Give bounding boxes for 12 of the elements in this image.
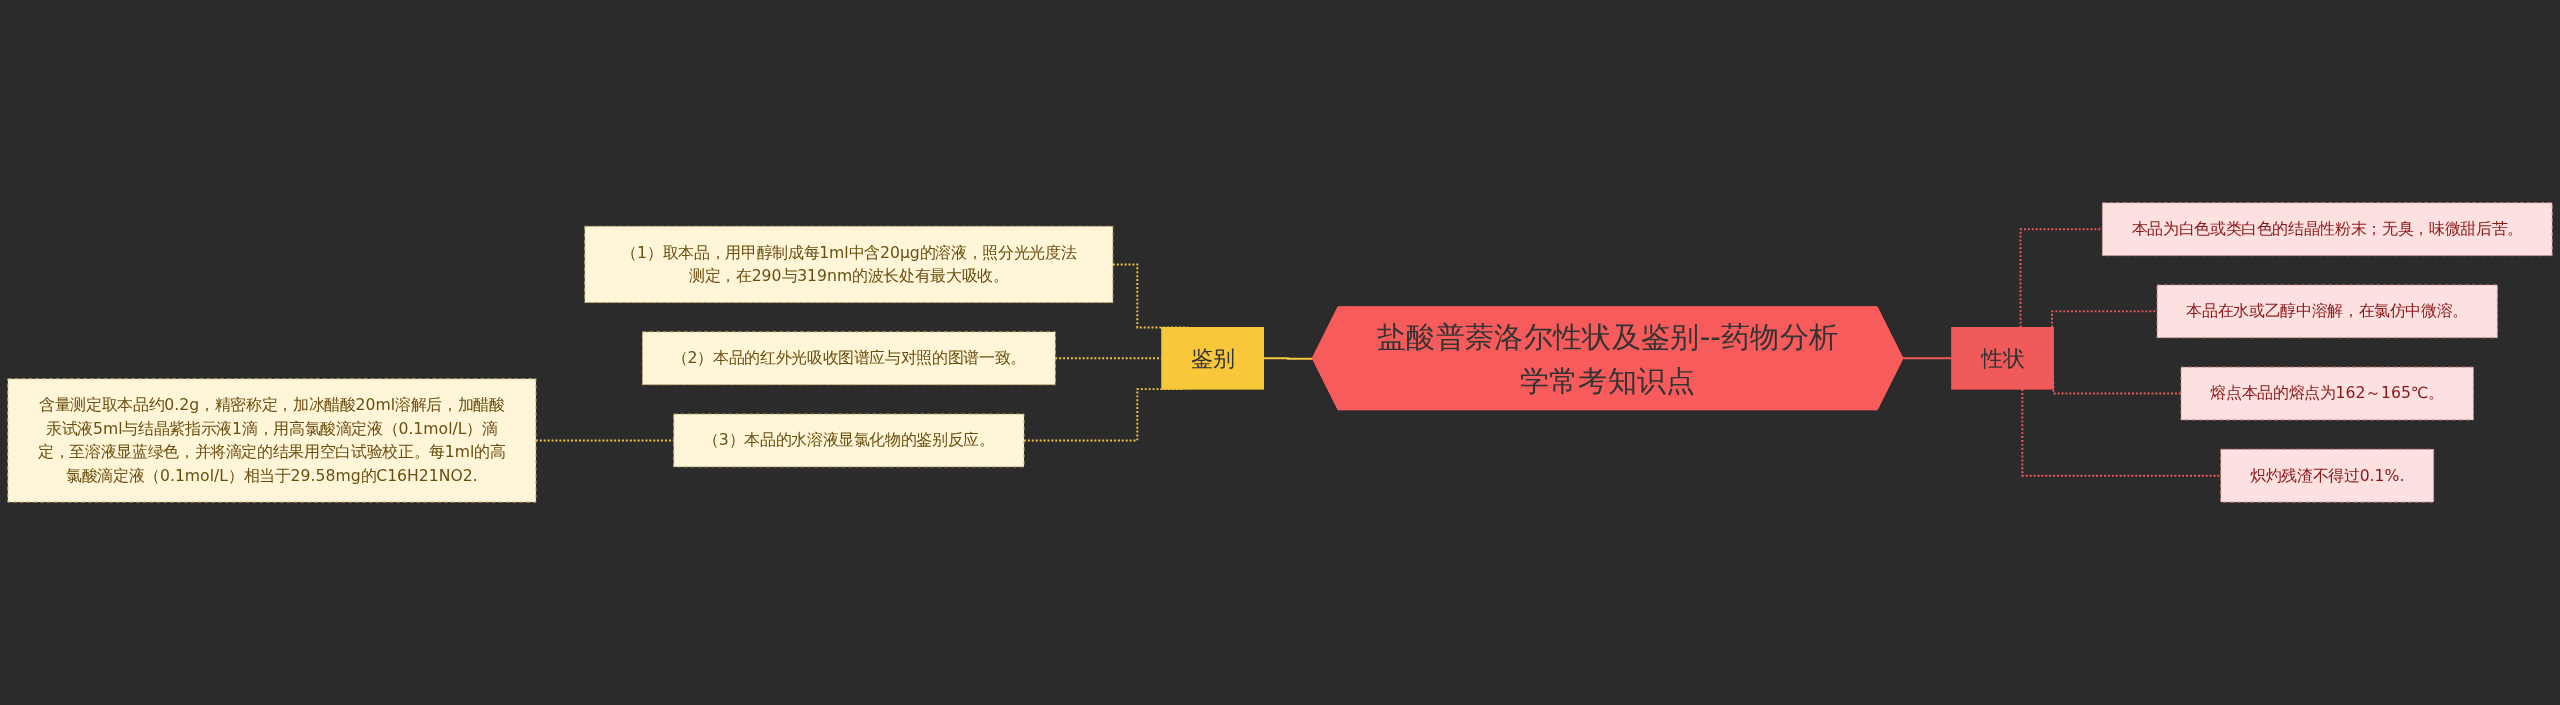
node-box: 本品在水或乙醇中溶解，在氯仿中微溶。	[2156, 284, 2498, 339]
node-box: （2）本品的红外光吸收图谱应与对照的图谱一致。	[641, 331, 1056, 386]
node-box: 含量测定取本品约0.2g，精密称定，加冰醋酸20ml溶解后，加醋酸汞试液5ml与结晶紫指示液1滴，用高氯酸滴定液（0.1mol/L）滴定，至溶液显蓝绿色，并将滴定的结果用空白试验校正。每1ml的高氯酸滴定液（0.1mol/L）相当于29.58mg的C16H21NO2.	[7, 378, 537, 503]
connector	[1262, 357, 1314, 360]
node-box: （3）本品的水溶液显氯化物的鉴别反应。	[673, 413, 1025, 468]
node-box: 性状	[1951, 327, 2054, 390]
node-box: （1）取本品，用甲醇制成每1ml中含20μg的溶液，照分光光度法测定，在290与319nm的波长处有最大吸收。	[584, 225, 1114, 304]
connector	[1902, 357, 1953, 360]
node-box: 本品为白色或类白色的结晶性粉末；无臭，味微甜后苦。	[2101, 202, 2553, 257]
node-box: 炽灼残渣不得过0.1%.	[2220, 448, 2435, 503]
node-box: 鉴别	[1161, 327, 1264, 390]
node-box: 熔点本品的熔点为162～165℃。	[2180, 366, 2474, 421]
